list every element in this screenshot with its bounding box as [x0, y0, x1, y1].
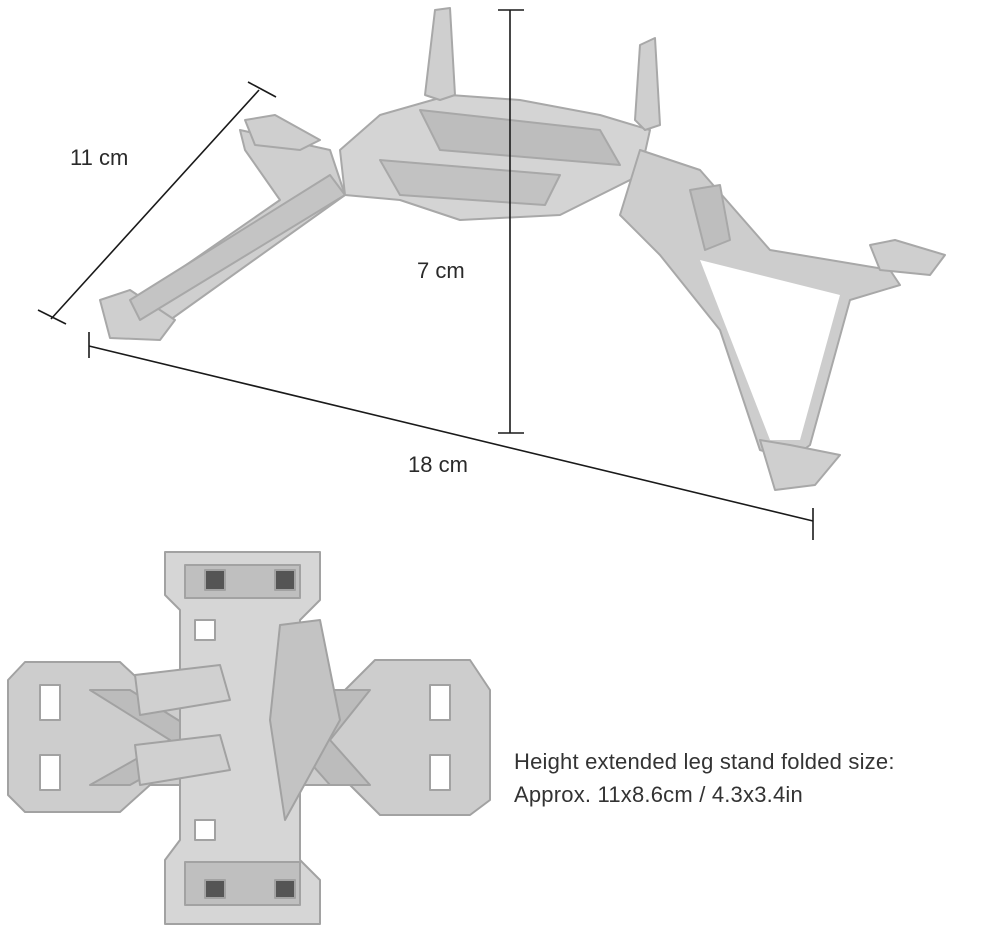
width-dimension-label: 11 cm — [70, 145, 129, 170]
folded-size-caption: Height extended leg stand folded size: A… — [514, 745, 895, 811]
dimension-lines — [37, 9, 814, 540]
width-tick-end — [247, 81, 277, 98]
folded-leg-stand — [7, 551, 491, 925]
width-dimension-line — [50, 89, 260, 320]
caption-line-2: Approx. 11x8.6cm / 4.3x3.4in — [514, 782, 803, 807]
width-tick-start — [37, 309, 67, 325]
height-dimension-label: 7 cm — [417, 258, 465, 283]
unfolded-leg-stand — [99, 7, 946, 491]
length-dimension-line — [88, 345, 814, 522]
length-dimension-label: 18 cm — [408, 452, 468, 477]
caption-line-1: Height extended leg stand folded size: — [514, 749, 895, 774]
